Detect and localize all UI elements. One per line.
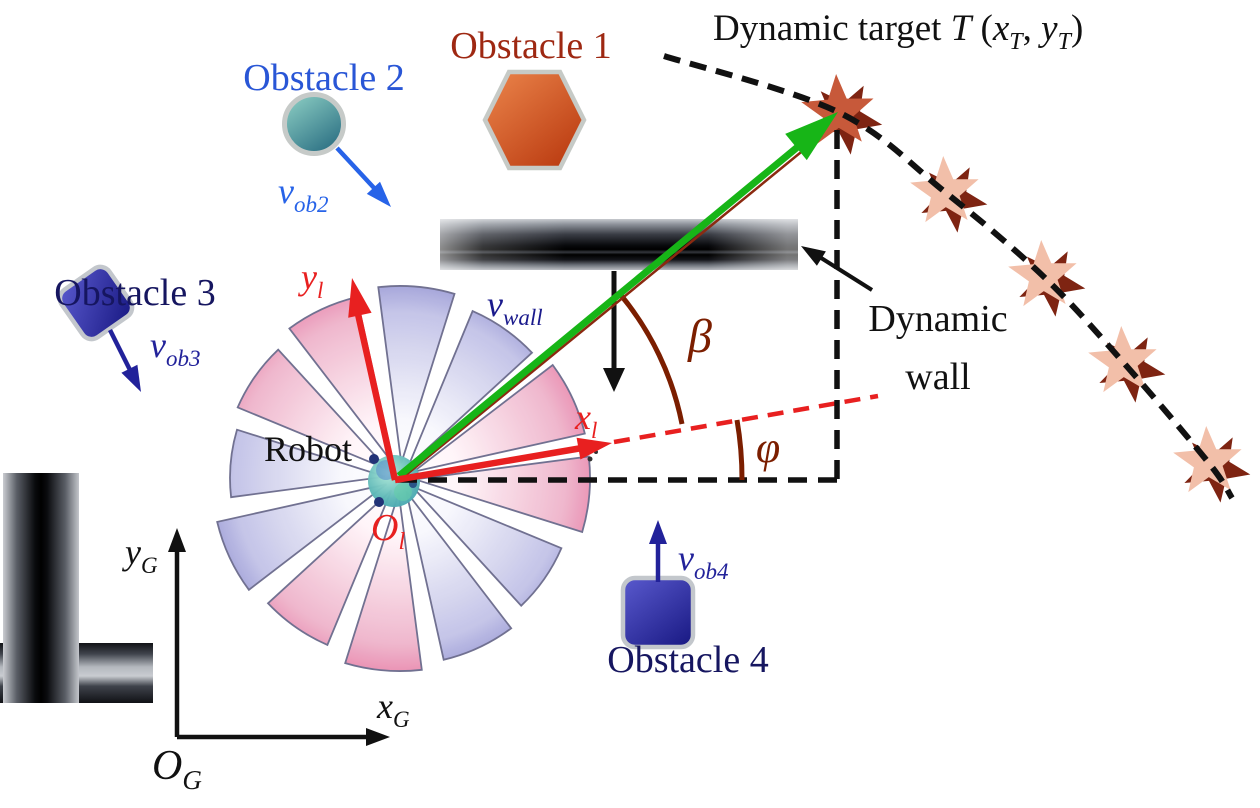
dynamic-wall-bar	[440, 219, 798, 270]
local-y-axis-label: yl	[298, 257, 323, 303]
phi-angle-label: φ	[756, 423, 780, 472]
v-wall-label: vwall	[487, 284, 543, 330]
local-origin-label: Ol	[371, 507, 405, 555]
global-frame-y-axis-arrow	[168, 528, 186, 737]
dynamic-wall-pointer-arrow	[801, 246, 874, 292]
obstacle2-circle	[282, 92, 346, 156]
obstacle3-label: Obstacle 3	[54, 272, 215, 314]
wheel-sector	[216, 483, 387, 592]
hub-dot	[369, 454, 379, 464]
wheel-sector	[377, 285, 456, 464]
wheel-sector	[236, 348, 389, 471]
v-ob3-label: vob3	[150, 325, 200, 371]
wheel-sector	[266, 489, 393, 647]
wheel-sector	[414, 455, 591, 534]
obstacle4-square	[620, 575, 696, 650]
dynamic-wall-label-line2: wall	[905, 356, 970, 398]
obstacle4-label: Obstacle 4	[607, 639, 768, 681]
wheel-sector	[344, 492, 423, 672]
phi-angle-arc	[734, 419, 745, 481]
robot-sensor-wheel	[216, 285, 591, 672]
wall-velocity-arrow	[603, 271, 625, 392]
wheel-speck	[587, 456, 593, 462]
obstacle2-label: Obstacle 2	[243, 57, 404, 99]
hub-dot	[374, 497, 384, 507]
robot-label: Robot	[264, 429, 352, 469]
global-frame-x-axis-arrow	[177, 728, 390, 746]
local-frame-x-axis-arrow	[394, 437, 612, 484]
wheel-sector	[405, 491, 513, 661]
static-wall-column-bar	[3, 473, 79, 703]
global-x-axis-label: xG	[376, 686, 410, 732]
global-origin-label: OG	[152, 743, 202, 795]
local-x-axis-label: xl	[574, 397, 597, 443]
obstacle1-hexagon	[482, 69, 587, 171]
global-y-axis-label: yG	[122, 532, 158, 578]
static-wall-structure	[0, 473, 153, 703]
beta-angle-arc	[618, 292, 685, 425]
wheel-sector	[411, 485, 563, 607]
heading-extension-red-dashed-line	[613, 393, 879, 445]
target-vector-arrow	[396, 112, 838, 480]
target-star-current	[801, 74, 874, 144]
obstacle4-velocity-arrow	[649, 520, 667, 582]
obstacle3-square	[57, 264, 135, 342]
target-star-future	[1088, 326, 1157, 393]
beta-angle-label: β	[687, 310, 712, 363]
target-trajectory-dashed-curve	[663, 53, 1235, 500]
obstacle1-label: Obstacle 1	[450, 25, 611, 67]
wheel-sector	[407, 309, 534, 467]
dynamic-wall-label-line1: Dynamic	[868, 298, 1007, 340]
obstacle3-velocity-arrow	[107, 328, 141, 392]
v-ob2-label: vob2	[278, 171, 328, 217]
local-frame-y-axis-arrow	[348, 278, 399, 481]
obstacle2-velocity-arrow	[335, 146, 391, 207]
wheel-sector	[413, 363, 586, 473]
wheel-sector	[229, 428, 386, 499]
diagram-title: Dynamic target T (xT, yT)	[713, 8, 1083, 55]
v-ob4-label: vob4	[678, 538, 728, 584]
